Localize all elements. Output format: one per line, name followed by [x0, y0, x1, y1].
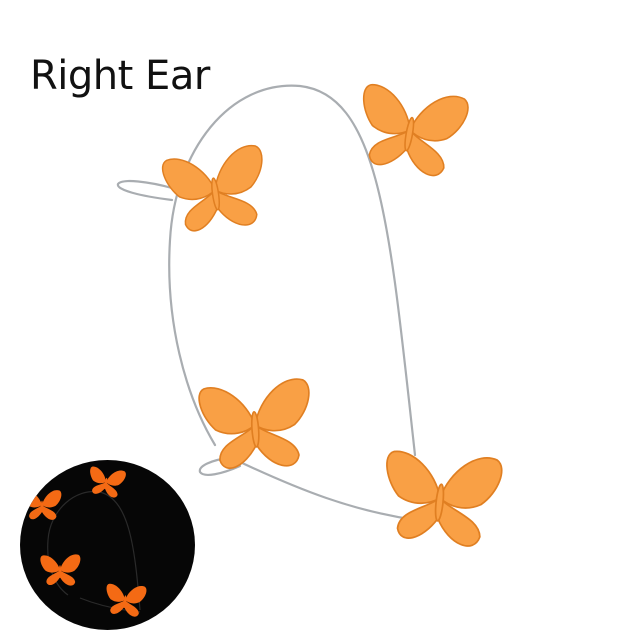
glow-illustration	[20, 460, 195, 630]
butterflies-day	[160, 79, 504, 550]
ear-side-caption: Right Ear	[30, 53, 210, 99]
glow-in-dark-inset	[20, 460, 195, 630]
butterfly-upper-left	[160, 143, 272, 237]
butterfly-upper-right	[351, 79, 471, 181]
butterfly-lower-right	[378, 446, 504, 550]
silver-wire	[116, 84, 417, 522]
butterfly-lower-left	[197, 377, 315, 473]
